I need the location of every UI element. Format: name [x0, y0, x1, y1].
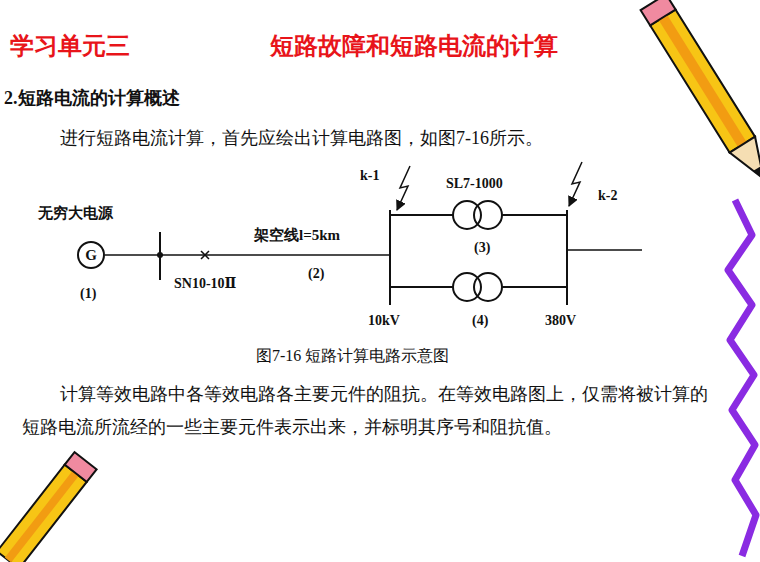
fault-point-label: k-2: [598, 188, 617, 205]
overhead-line: [160, 254, 390, 256]
fault-point-label: k-1: [360, 168, 379, 185]
bus-bar: [389, 210, 391, 305]
line-label: 架空线l=5km: [254, 226, 340, 244]
generator-circle: G: [77, 241, 105, 269]
fault-arrow: [397, 166, 410, 210]
wire: [105, 254, 160, 256]
transformer-symbol: [390, 201, 567, 229]
slide-title: 短路故障和短路电流的计算: [270, 32, 558, 61]
callout-number: (4): [472, 313, 488, 330]
squiggle-decoration: [728, 200, 756, 556]
paragraph: 进行短路电流计算，首先应绘出计算电路图，如图7-16所示。: [60, 128, 543, 150]
circle-shape: [78, 242, 104, 268]
wire: [567, 249, 642, 251]
fault-arrow: [569, 162, 582, 206]
section-heading: 2.短路电流的计算概述: [4, 88, 180, 110]
voltage-label: 380V: [545, 313, 576, 330]
breaker-label: SN10-10Ⅱ: [174, 276, 236, 293]
breaker-symbol: [201, 251, 209, 259]
transformer-model: SL7-1000: [446, 176, 503, 193]
bus-bar: [566, 210, 568, 305]
voltage-label: 10kV: [368, 313, 400, 330]
paragraph: 计算等效电路中各等效电路各主要元件的阻抗。在等效电路图上，仅需将被计算的短路电流…: [22, 378, 712, 444]
callout-number: (2): [308, 266, 324, 283]
pencil-decoration: [641, 0, 760, 187]
figure-caption: 图7-16 短路计算电路示意图: [256, 346, 449, 365]
transformer-symbol: [390, 273, 567, 301]
source-label: 无穷大电源: [38, 204, 113, 222]
node-text: G: [77, 247, 105, 264]
unit-heading: 学习单元三: [10, 32, 130, 61]
pencil-decoration: [0, 452, 97, 562]
callout-number: (1): [80, 286, 96, 303]
callout-number: (3): [474, 240, 490, 257]
